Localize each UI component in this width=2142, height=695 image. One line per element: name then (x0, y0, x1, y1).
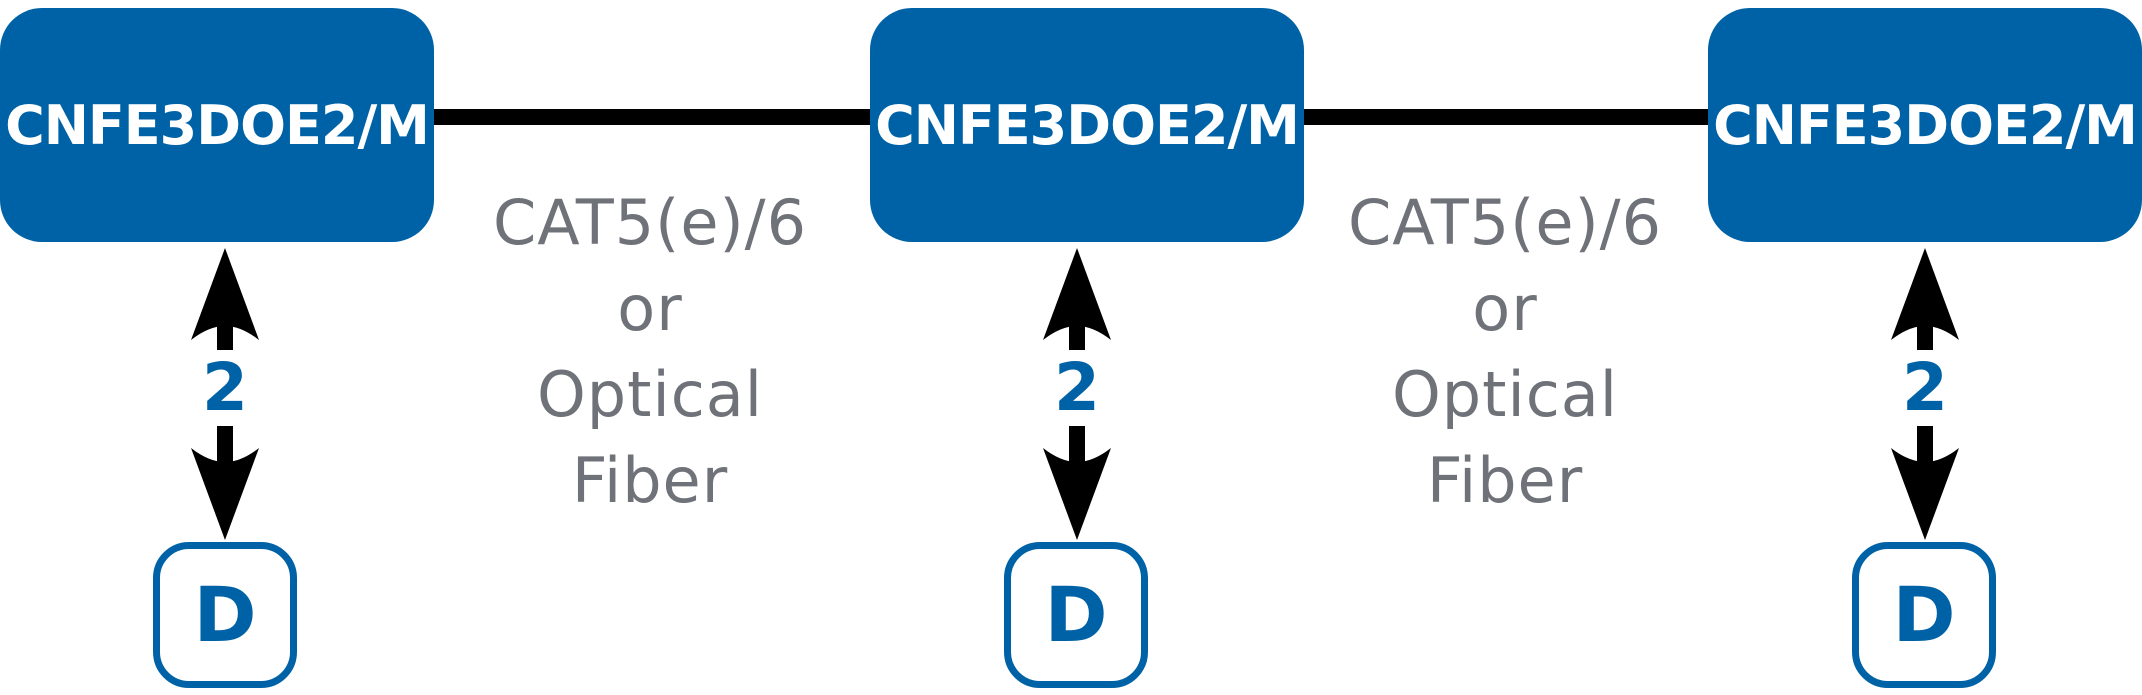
connection-line-1 (432, 109, 874, 125)
node-label: CNFE3DOE2/M (1713, 93, 2138, 157)
node-label: CNFE3DOE2/M (5, 93, 430, 157)
device-count: 2 (1885, 350, 1965, 426)
device-letter: D (1892, 570, 1956, 659)
device-d-1: D (153, 542, 297, 688)
device-d-3: D (1852, 542, 1996, 688)
connection-line-2 (1302, 109, 1712, 125)
device-letter: D (1044, 570, 1108, 659)
node-cnfe3doe2m-1: CNFE3DOE2/M (0, 8, 434, 242)
cable-label-line2: Optical Fiber (1392, 358, 1618, 517)
cable-label-line2: Optical Fiber (537, 358, 763, 517)
cable-label-line1: CAT5(e)/6 or (492, 186, 808, 345)
cable-label-1: CAT5(e)/6 or Optical Fiber (470, 180, 830, 524)
device-letter: D (193, 570, 257, 659)
node-cnfe3doe2m-2: CNFE3DOE2/M (870, 8, 1304, 242)
node-label: CNFE3DOE2/M (875, 93, 1300, 157)
device-count: 2 (185, 350, 265, 426)
cable-label-2: CAT5(e)/6 or Optical Fiber (1325, 180, 1685, 524)
node-cnfe3doe2m-3: CNFE3DOE2/M (1708, 8, 2142, 242)
cable-label-line1: CAT5(e)/6 or (1347, 186, 1663, 345)
device-count: 2 (1037, 350, 1117, 426)
device-d-2: D (1004, 542, 1148, 688)
